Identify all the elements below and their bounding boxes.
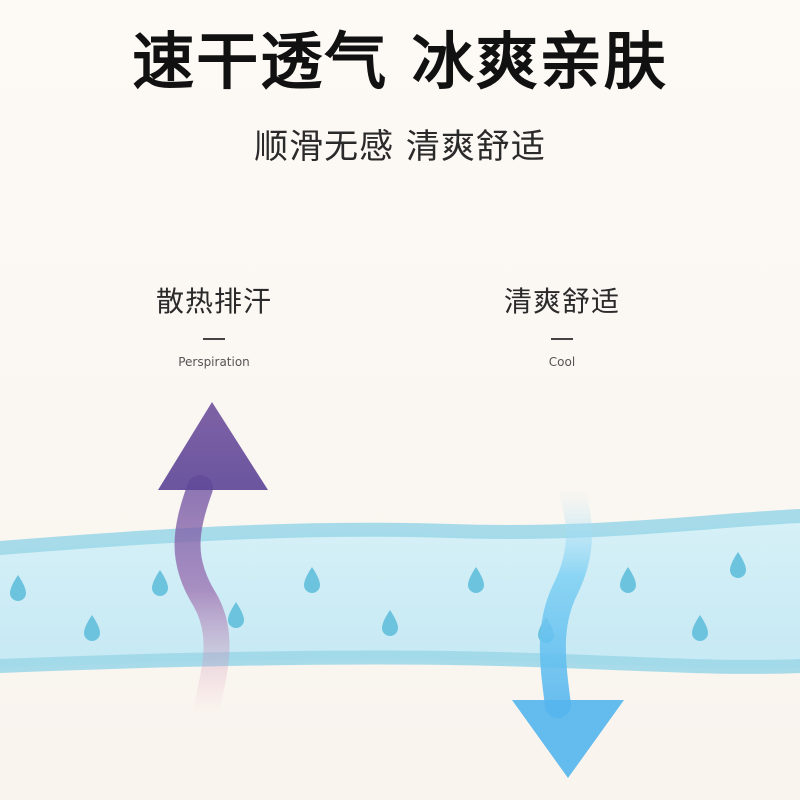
- down-arrow-icon: [512, 477, 624, 778]
- water-drop-icon: [730, 552, 746, 578]
- water-drop-icon: [152, 570, 168, 596]
- label-divider: [203, 338, 225, 340]
- perspiration-label: 散热排汗 Perspiration: [94, 280, 334, 370]
- water-drop-icon: [228, 602, 244, 628]
- headline: 速干透气 冰爽亲肤: [132, 25, 668, 98]
- fabric-bottom-edge: [0, 650, 800, 674]
- down-arrow-head: [512, 700, 624, 778]
- water-drop-icon: [304, 567, 320, 593]
- label-divider: [551, 338, 573, 340]
- cool-label-cn: 清爽舒适: [503, 285, 620, 318]
- perspiration-label-cn: 散热排汗: [155, 285, 272, 318]
- perspiration-label-en: Perspiration: [178, 355, 250, 369]
- water-drop-icon: [468, 567, 484, 593]
- water-drop-icon: [620, 567, 636, 593]
- up-arrow-head: [158, 402, 268, 490]
- subheadline: 顺滑无感 清爽舒适: [254, 127, 546, 167]
- water-drop-icon: [692, 615, 708, 641]
- water-drop-icon: [382, 610, 398, 636]
- cool-label-en: Cool: [548, 355, 576, 369]
- fabric-top-edge: [0, 509, 800, 555]
- cool-label: 清爽舒适 Cool: [442, 280, 682, 370]
- water-drop-icon: [84, 615, 100, 641]
- up-arrow-icon: [158, 402, 268, 728]
- up-arrow-stem: [174, 475, 230, 728]
- water-drop-icon: [10, 575, 26, 601]
- down-arrow-stem: [539, 477, 592, 718]
